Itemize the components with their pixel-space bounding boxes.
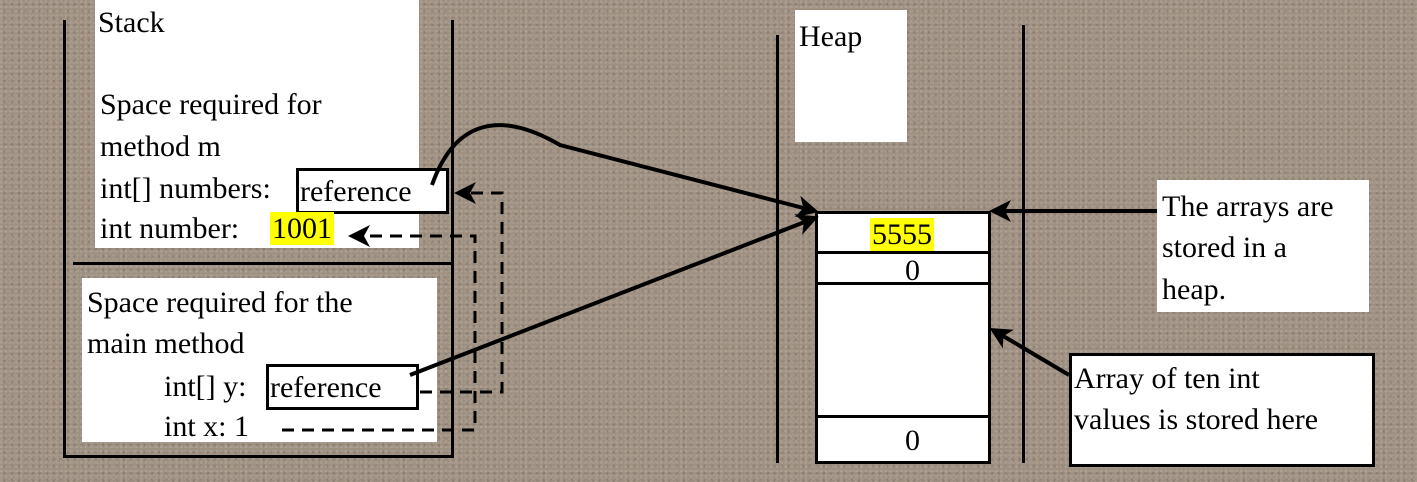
arrays-note-line1: The arrays are: [1162, 190, 1334, 223]
heap-cell-divider-2: [815, 282, 991, 285]
stack-right-border: [451, 20, 454, 458]
y-reference-box: [266, 364, 419, 410]
heap-cell-0: 5555: [870, 218, 934, 251]
y-to-numbers-dashed-arrow: [420, 182, 504, 394]
stack-frame-divider: [73, 262, 454, 265]
heap-cell-1: 0: [905, 254, 920, 287]
method-m-heading-line2: method m: [100, 130, 221, 163]
heap-right-border: [1022, 25, 1025, 463]
arrays-note-line3: heap.: [1162, 273, 1227, 306]
y-label: int[] y:: [164, 370, 247, 403]
heap-cell-divider-3: [815, 415, 991, 418]
x-label: int x: 1: [164, 410, 250, 443]
x-to-number-dashed-arrow: [282, 225, 477, 432]
heap-title-box: [795, 10, 907, 142]
stack-bottom-border: [63, 455, 454, 458]
numbers-label: int[] numbers:: [100, 172, 271, 205]
arrays-note-line2: stored in a: [1162, 231, 1287, 264]
array-values-note-line1: Array of ten int: [1074, 362, 1260, 395]
y-to-heap-arrow: [409, 214, 819, 377]
main-heading-line2: main method: [87, 327, 245, 360]
heap-title: Heap: [799, 20, 863, 53]
heap-cell-last: 0: [905, 424, 920, 457]
arrays-note-box: [1157, 180, 1369, 312]
number-label: int number:: [100, 212, 240, 245]
numbers-reference-box: [296, 168, 449, 214]
stack-title: Stack: [98, 6, 165, 39]
main-frame: [82, 278, 437, 442]
array-values-note-arrow: [989, 327, 1071, 377]
heap-left-border: [776, 35, 779, 463]
main-heading-line1: Space required for the: [87, 286, 353, 319]
method-m-heading-line1: Space required for: [100, 88, 322, 121]
array-values-note-line2: values is stored here: [1074, 403, 1319, 436]
number-value: 1001: [270, 212, 334, 245]
array-values-note-box: [1069, 353, 1375, 467]
y-reference-value: reference: [270, 371, 382, 404]
numbers-reference-value: reference: [300, 175, 412, 208]
stack-left-border: [63, 20, 66, 458]
heap-cell-divider-1: [815, 251, 991, 254]
numbers-to-heap-arrow: [430, 123, 819, 218]
